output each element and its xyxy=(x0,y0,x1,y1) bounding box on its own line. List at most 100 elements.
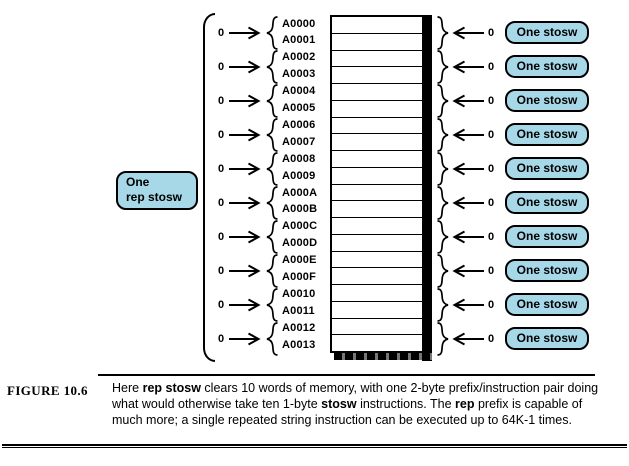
one-stosw-box: One stosw xyxy=(505,327,589,351)
memory-cell xyxy=(332,251,422,269)
left-zero-label: 0 xyxy=(217,27,225,39)
open-brace-icon xyxy=(266,50,278,84)
address-label: A0001 xyxy=(282,34,316,47)
close-brace-icon xyxy=(437,118,449,152)
caption-bold-term: rep xyxy=(455,397,475,411)
caption-text-segment: Here xyxy=(112,381,143,395)
memory-shadow-bottom xyxy=(334,353,432,360)
address-label: A0013 xyxy=(282,338,316,351)
right-arrow-icon xyxy=(229,128,261,142)
left-zero-label: 0 xyxy=(217,95,225,108)
caption-text-segment: instructions. The xyxy=(356,397,456,411)
address-label: A000C xyxy=(282,220,318,233)
caption-top-rule xyxy=(98,374,595,376)
address-label: A0010 xyxy=(282,287,316,300)
right-arrow-icon xyxy=(229,230,261,244)
right-arrow-icon xyxy=(229,94,261,108)
one-stosw-box: One stosw xyxy=(505,123,589,147)
address-label: A0007 xyxy=(282,135,316,148)
open-brace-icon xyxy=(266,84,278,118)
one-stosw-box: One stosw xyxy=(505,55,589,79)
close-brace-icon xyxy=(437,16,449,50)
memory-cell xyxy=(332,234,422,252)
one-stosw-box: One stosw xyxy=(505,259,589,283)
open-brace-icon xyxy=(266,152,278,187)
right-arrow-icon xyxy=(229,196,261,210)
open-brace-icon xyxy=(266,186,278,221)
one-rep-stosw-box: One rep stosw xyxy=(116,171,198,210)
open-brace-icon xyxy=(266,322,278,357)
right-zero-label: 0 xyxy=(487,95,495,108)
open-brace-icon xyxy=(266,118,278,152)
one-stosw-box: One stosw xyxy=(505,89,589,113)
memory-cell xyxy=(332,301,422,319)
left-arrow-icon xyxy=(452,128,484,142)
close-brace-icon xyxy=(437,220,449,255)
one-stosw-box: One stosw xyxy=(505,191,589,215)
bottom-double-rule xyxy=(2,444,627,448)
memory-cell xyxy=(332,285,422,302)
address-label: A0012 xyxy=(282,321,316,334)
address-label: A0006 xyxy=(282,118,316,131)
open-brace-icon xyxy=(266,16,278,50)
memory-cell xyxy=(332,67,422,84)
right-zero-label: 0 xyxy=(487,163,495,176)
left-zero-label: 0 xyxy=(217,231,225,244)
caption-bold-term: rep stosw xyxy=(142,381,201,395)
right-arrow-icon xyxy=(229,299,261,312)
memory-box xyxy=(330,15,422,353)
memory-cell xyxy=(332,151,422,168)
left-arrow-icon xyxy=(452,162,484,176)
close-brace-icon xyxy=(437,254,449,289)
left-zero-label: 0 xyxy=(217,61,225,74)
address-label: A0009 xyxy=(282,169,316,182)
right-arrow-icon xyxy=(229,60,261,74)
address-label: A0004 xyxy=(282,85,316,98)
close-brace-icon xyxy=(437,152,449,187)
memory-cell xyxy=(332,167,422,185)
memory-cell xyxy=(332,184,422,202)
memory-cell xyxy=(332,17,422,34)
one-stosw-box: One stosw xyxy=(505,21,589,44)
address-label: A0011 xyxy=(282,304,315,317)
left-arrow-icon xyxy=(452,333,484,346)
right-arrow-icon xyxy=(229,162,261,176)
close-brace-icon xyxy=(437,322,449,357)
memory-cell xyxy=(332,84,422,101)
address-label: A000A xyxy=(282,186,318,199)
memory-cell xyxy=(332,201,422,218)
memory-cell xyxy=(332,318,422,336)
close-brace-icon xyxy=(437,288,449,323)
address-label: A0000 xyxy=(282,17,316,30)
caption-text-segment: prefix is capable of much more; a single… xyxy=(112,397,583,427)
left-arrow-icon xyxy=(452,26,484,40)
close-brace-icon xyxy=(437,186,449,221)
left-arrow-icon xyxy=(452,230,484,244)
right-arrow-icon xyxy=(229,264,261,278)
close-brace-icon xyxy=(437,50,449,84)
address-label: A000D xyxy=(282,237,318,250)
caption-bold-term: stosw xyxy=(321,397,357,411)
memory-cell xyxy=(332,218,422,235)
left-arrow-icon xyxy=(452,299,484,312)
memory-cell xyxy=(332,335,422,351)
left-zero-label: 0 xyxy=(217,129,225,142)
right-zero-label: 0 xyxy=(487,265,495,278)
figure-label: FIGURE 10.6 xyxy=(7,383,88,398)
memory-cell xyxy=(332,50,422,68)
memory-cell xyxy=(332,117,422,135)
memory-cell xyxy=(332,100,422,118)
open-brace-icon xyxy=(266,288,278,323)
right-arrow-icon xyxy=(229,26,261,40)
right-zero-label: 0 xyxy=(487,197,495,210)
left-zero-label: 0 xyxy=(217,265,225,278)
left-arrow-icon xyxy=(452,196,484,210)
right-zero-label: 0 xyxy=(487,333,495,346)
left-arrow-icon xyxy=(452,60,484,74)
address-label: A000B xyxy=(282,203,318,216)
open-brace-icon xyxy=(266,254,278,289)
open-brace-icon xyxy=(266,220,278,255)
address-label: A0003 xyxy=(282,68,316,81)
memory-cell xyxy=(332,134,422,151)
